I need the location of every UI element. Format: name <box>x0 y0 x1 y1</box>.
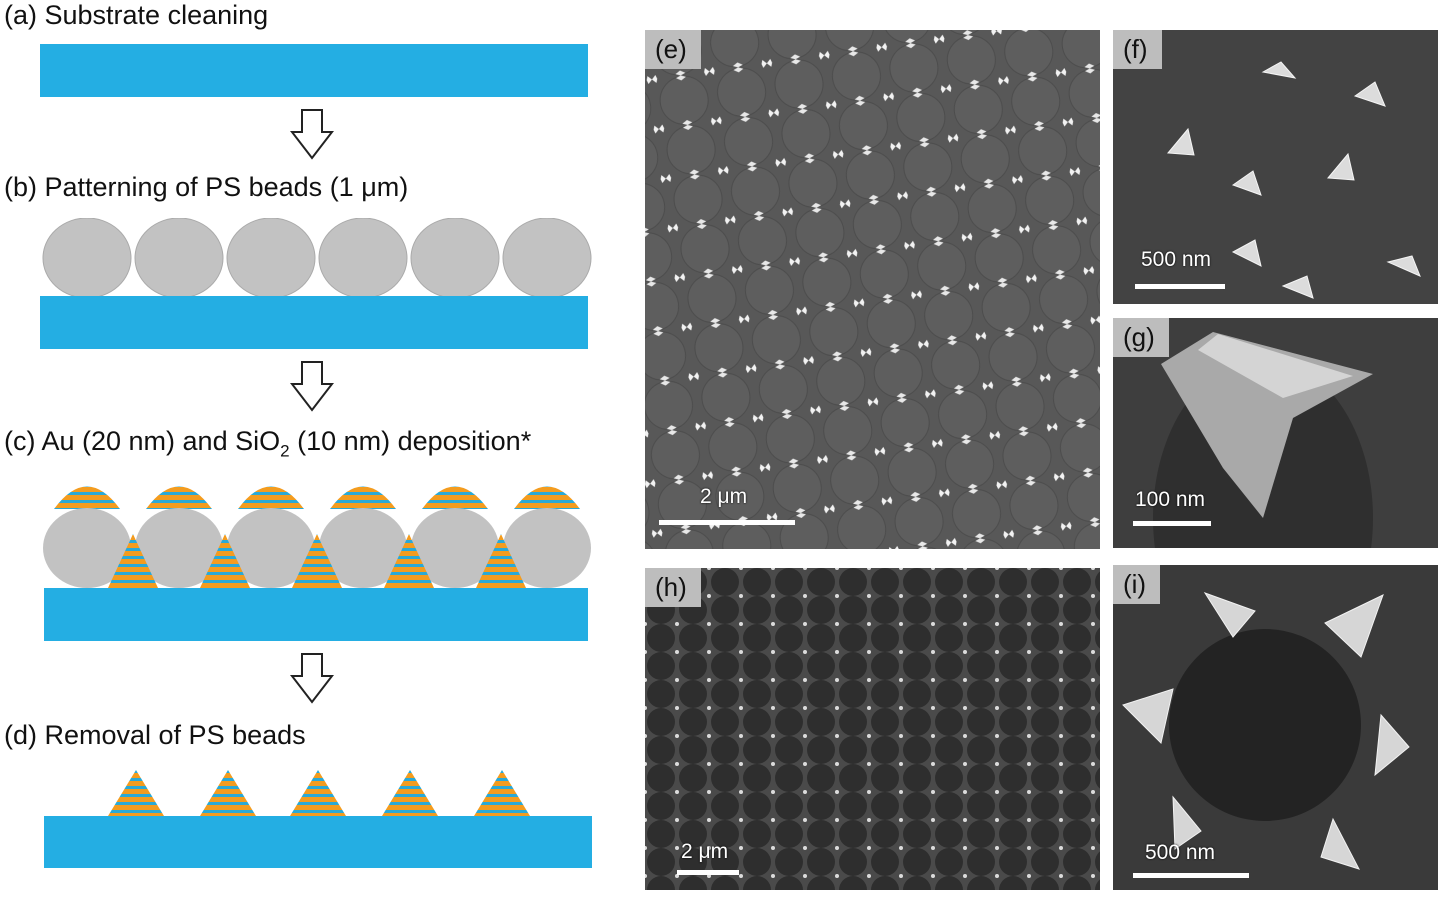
sem-panel-e: (e) 2 μm <box>645 30 1100 549</box>
step-b-text: (b) Patterning of PS beads (1 μm) <box>4 172 409 202</box>
scale-text-g: 100 nm <box>1135 488 1206 511</box>
scale-bar-g <box>1133 521 1211 526</box>
step-c-text-suffix: (10 nm) deposition* <box>289 426 532 456</box>
triangle-deposit-group <box>108 534 526 588</box>
scale-bar-f <box>1135 284 1225 289</box>
down-arrow-icon <box>290 361 334 412</box>
panel-tag-e: (e) <box>645 30 701 69</box>
sem-f-image <box>1113 30 1438 304</box>
deposition-layer <box>43 486 591 588</box>
scale-text-e: 2 μm <box>700 485 748 508</box>
panel-tag-i: (i) <box>1113 565 1161 604</box>
scale-bar-i <box>1133 873 1249 878</box>
substrate-d <box>44 816 592 868</box>
substrate-b <box>40 296 588 349</box>
step-c-label: (c) Au (20 nm) and SiO2 (10 nm) depositi… <box>4 426 531 461</box>
step-c-text-prefix: (c) Au (20 nm) and SiO <box>4 426 281 456</box>
substrate-a <box>40 44 588 97</box>
step-d-text: (d) Removal of PS beads <box>4 720 306 750</box>
sem-h-image <box>645 568 1100 890</box>
step-a-text: (a) Substrate cleaning <box>4 0 269 30</box>
ps-beads-layer <box>42 218 592 299</box>
scale-text-h: 2 μm <box>681 840 729 863</box>
scale-bar-h <box>677 870 739 875</box>
down-arrow-icon <box>290 109 334 160</box>
step-b-label: (b) Patterning of PS beads (1 μm) <box>4 172 408 203</box>
panel-tag-g: (g) <box>1113 318 1169 357</box>
step-c-subscript: 2 <box>280 441 290 461</box>
sem-i-image <box>1113 565 1438 890</box>
panel-tag-f: (f) <box>1113 30 1162 69</box>
nanotriangles-layer <box>108 770 530 816</box>
panel-tag-h: (h) <box>645 568 701 607</box>
step-d-label: (d) Removal of PS beads <box>4 720 306 751</box>
down-arrow-icon <box>290 653 334 704</box>
step-a-label: (a) Substrate cleaning <box>4 0 268 31</box>
sem-panel-h: (h) 2 μm <box>645 568 1100 890</box>
gold-cap-group <box>54 486 580 509</box>
sem-panel-f: (f) 500 nm <box>1113 30 1438 304</box>
scale-bar-e <box>659 520 795 525</box>
sem-panel-g: (g) 100 nm <box>1113 318 1438 548</box>
sem-panel-i: (i) 500 nm <box>1113 565 1438 890</box>
sem-e-image <box>645 30 1100 549</box>
substrate-c <box>44 588 588 641</box>
scale-text-f: 500 nm <box>1141 248 1212 271</box>
scale-text-i: 500 nm <box>1145 841 1216 864</box>
